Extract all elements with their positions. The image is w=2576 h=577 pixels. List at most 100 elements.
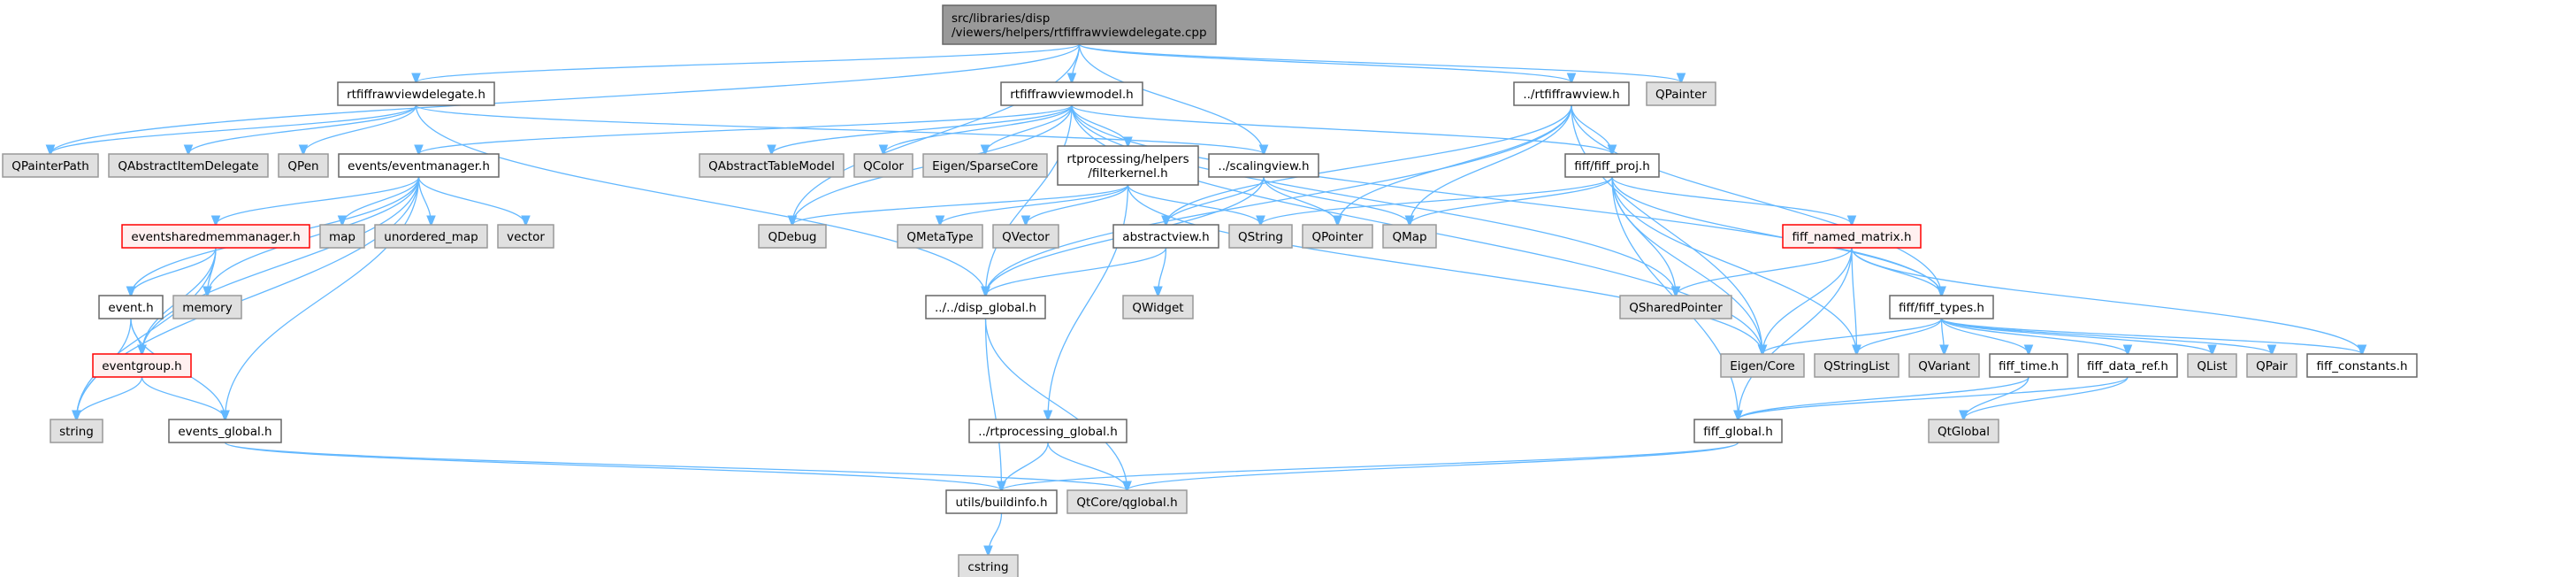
node-label: QMetaType (906, 230, 973, 244)
edge-delegate-h-to-QAbstractItemDelegate (188, 104, 417, 154)
node-QDebug: QDebug (758, 224, 827, 249)
edge-eventmanager-h-to-eventsharedmem-h (216, 176, 420, 225)
node-label: utils/buildinfo.h (955, 496, 1047, 510)
node-eventgroup-h[interactable]: eventgroup.h (92, 353, 192, 378)
node-fiff-types-h[interactable]: fiff/fiff_types.h (1889, 295, 1994, 319)
node-delegate-h[interactable]: rtfiffrawviewdelegate.h (337, 81, 495, 106)
node-unordered-map: unordered_map (374, 224, 488, 249)
node-events-global-h[interactable]: events_global.h (168, 419, 282, 443)
node-fiff-data-ref-h[interactable]: fiff_data_ref.h (2077, 353, 2178, 378)
node-QMap: QMap (1382, 224, 1437, 249)
edge-fiff-global-h-to-buildinfo-h (1002, 442, 1739, 490)
node-box (2187, 353, 2237, 378)
node-fiff-time-h[interactable]: fiff_time.h (1989, 353, 2068, 378)
nodes-layer: src/libraries/disp/viewers/helpers/rtfif… (2, 4, 2418, 577)
edge-model-h-to-QAbstractTableModel (772, 104, 1073, 154)
node-SparseCore: Eigen/SparseCore (922, 153, 1048, 178)
node-box (699, 153, 845, 178)
node-label: QWidget (1132, 301, 1183, 315)
node-label: fiff_time.h (1999, 359, 2059, 373)
edge-delegate-h-to-scalingview-h (415, 104, 1265, 154)
node-box (374, 224, 488, 249)
node-rawview-h[interactable]: ../rtfiffrawview.h (1513, 81, 1630, 106)
node-model-h[interactable]: rtfiffrawviewmodel.h (1000, 81, 1143, 106)
edge-eventmanager-h-to-vector (417, 176, 526, 225)
node-filterkernel-h[interactable]: rtprocessing/helpers/filterkernel.h (1057, 145, 1199, 186)
node-label: QtGlobal (1938, 425, 1990, 439)
edge-events-global-h-to-buildinfo-h (224, 442, 1002, 490)
node-disp-global-h[interactable]: ../../disp_global.h (925, 295, 1046, 319)
node-label: QVector (1002, 230, 1050, 244)
edge-fiff-proj-h-to-QString (1261, 176, 1613, 225)
node-box (337, 81, 495, 106)
node-QPair: QPair (2246, 353, 2297, 378)
node-fiff-global-h[interactable]: fiff_global.h (1693, 419, 1783, 443)
node-box (1228, 224, 1293, 249)
node-QPainter: QPainter (1646, 81, 1716, 106)
node-box (50, 419, 103, 443)
node-label: QPainterPath (11, 159, 89, 173)
node-box (1564, 153, 1660, 178)
node-label: cstring (967, 560, 1008, 574)
node-box (942, 4, 1217, 45)
node-box (1989, 353, 2068, 378)
node-root[interactable]: src/libraries/disp/viewers/helpers/rtfif… (942, 4, 1217, 45)
node-box (2306, 353, 2418, 378)
node-box (897, 224, 983, 249)
node-box (278, 153, 329, 178)
node-label: ../rtfiffrawview.h (1523, 88, 1619, 102)
edge-fiff-named-matrix-h-to-QSharedPointer (1676, 247, 1853, 296)
edge-rawview-h-to-QPointer (1338, 104, 1572, 225)
edge-rawview-h-to-abstractview-h (1166, 104, 1572, 225)
node-box (1693, 419, 1783, 443)
edge-fiff-named-matrix-h-to-fiff-global-h (1739, 247, 1853, 419)
node-fiff-proj-h[interactable]: fiff/fiff_proj.h (1564, 153, 1660, 178)
edge-root-to-QPainterPath (50, 43, 1081, 154)
node-label: eventsharedmemmanager.h (131, 230, 300, 244)
node-eventsharedmem-h[interactable]: eventsharedmemmanager.h (121, 224, 310, 249)
node-event-h[interactable]: event.h (98, 295, 164, 319)
node-label: /viewers/helpers/rtfiffrawviewdelegate.c… (952, 26, 1207, 40)
node-eventmanager-h[interactable]: events/eventmanager.h (338, 153, 500, 178)
node-label: Eigen/SparseCore (932, 159, 1038, 173)
edge-fiff-global-h-to-qglobal-h (1127, 442, 1739, 490)
node-QtGlobal: QtGlobal (1928, 419, 1999, 443)
edge-fiff-named-matrix-h-to-fiff-constants-h (1851, 247, 2362, 354)
node-box (108, 153, 269, 178)
node-box (1000, 81, 1143, 106)
node-box (1112, 224, 1219, 249)
node-abstractview-h[interactable]: abstractview.h (1112, 224, 1219, 249)
node-box (1208, 153, 1319, 178)
edge-disp-global-h-to-buildinfo-h (984, 318, 1002, 490)
node-scalingview-h[interactable]: ../scalingview.h (1208, 153, 1319, 178)
node-label: ../../disp_global.h (935, 301, 1036, 315)
edge-model-h-to-fiff-proj-h (1071, 104, 1612, 154)
node-QVector: QVector (992, 224, 1059, 249)
node-memory: memory (172, 295, 242, 319)
edge-fiff-proj-h-to-fiff-named-matrix-h (1611, 176, 1852, 225)
node-label: src/libraries/disp (952, 12, 1050, 26)
node-EigenCore: Eigen/Core (1720, 353, 1805, 378)
node-label: unordered_map (384, 230, 478, 244)
node-rtproc-global-h[interactable]: ../rtprocessing_global.h (968, 419, 1127, 443)
edge-fiff-types-h-to-fiff-constants-h (1940, 318, 2363, 354)
node-label: QVariant (1918, 359, 1970, 373)
edge-abstractview-h-to-QWidget (1158, 247, 1167, 296)
node-fiff-named-matrix-h[interactable]: fiff_named_matrix.h (1782, 224, 1922, 249)
node-label: rtfiffrawviewdelegate.h (347, 88, 485, 102)
edge-eventgroup-h-to-events-global-h (141, 376, 225, 419)
node-label: ../scalingview.h (1218, 159, 1309, 173)
node-QPainterPath: QPainterPath (2, 153, 99, 178)
node-label: events/eventmanager.h (348, 159, 490, 173)
node-label: /filterkernel.h (1088, 166, 1167, 181)
node-fiff-constants-h[interactable]: fiff_constants.h (2306, 353, 2418, 378)
node-box (1122, 295, 1194, 319)
node-buildinfo-h[interactable]: utils/buildinfo.h (945, 489, 1058, 514)
edge-eventmanager-h-to-events-global-h (225, 176, 420, 419)
node-QColor: QColor (853, 153, 913, 178)
node-string: string (50, 419, 103, 443)
edge-fiff-time-h-to-fiff-global-h (1739, 376, 2029, 419)
edge-fiff-time-h-to-QtGlobal (1964, 376, 2029, 419)
edge-filterkernel-h-to-QVector (1026, 184, 1129, 225)
